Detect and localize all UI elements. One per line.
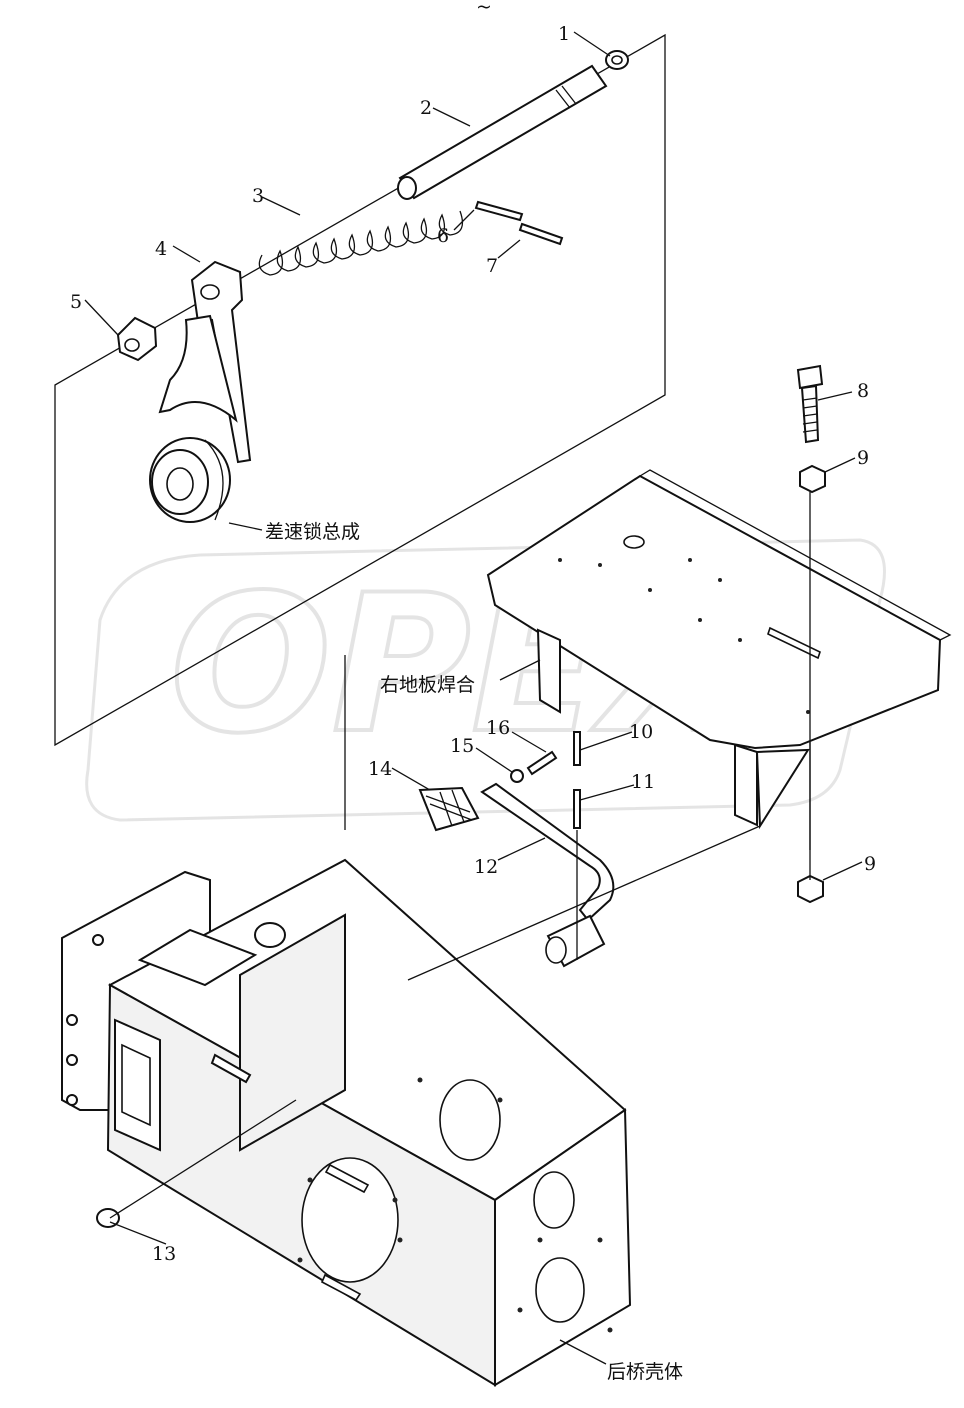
rear-axle-housing: [61, 858, 632, 1387]
callout-14: 14: [368, 758, 392, 780]
part-13-plug: [96, 1208, 120, 1228]
label-rear-axle-housing: 后桥壳体: [607, 1361, 683, 1383]
callout-16: 16: [486, 717, 510, 739]
callout-12: 12: [474, 856, 498, 878]
part-6-pin: [474, 200, 524, 222]
callout-9-bottom: 9: [864, 853, 876, 875]
part-12-pedal-arm: [480, 782, 615, 968]
callout-7: 7: [486, 255, 498, 277]
callout-10: 10: [629, 721, 653, 743]
callout-3: 3: [252, 185, 264, 207]
callout-2: 2: [420, 97, 432, 119]
diff-lock-assembly: [149, 437, 231, 523]
leader-lines: [84, 31, 863, 1365]
label-diff-lock-assembly: 差速锁总成: [265, 521, 360, 543]
part-2-shaft: [397, 64, 608, 200]
callout-4: 4: [155, 238, 167, 260]
part-14-pedal-pad: [418, 786, 480, 832]
callout-5: 5: [70, 291, 82, 313]
part-10-pin: [573, 731, 581, 766]
assembly-guide-lines: [109, 655, 811, 1219]
callout-13: 13: [152, 1243, 176, 1265]
part-7-pin: [518, 222, 564, 246]
callout-15: 15: [450, 735, 474, 757]
part-5-collar: [116, 316, 158, 362]
part-16-bolt: [526, 750, 558, 776]
pedal-grid: [425, 789, 473, 827]
callout-8: 8: [857, 380, 869, 402]
header-mark: ~: [476, 0, 492, 18]
callout-6: 6: [437, 225, 449, 247]
part-3-spring: [258, 210, 464, 276]
part-1-circlip: [605, 50, 629, 70]
part-8-bolt: [796, 364, 824, 444]
label-right-floor-weld: 右地板焊合: [380, 674, 475, 696]
part-9-nut-top: [799, 464, 826, 494]
part-15-washer: [510, 769, 524, 783]
part-4-shift-fork: [158, 260, 252, 464]
callout-11: 11: [631, 771, 655, 793]
callout-9-top: 9: [857, 447, 869, 469]
right-floor-plate: [486, 469, 952, 830]
part-11-pin: [573, 789, 581, 829]
callout-1: 1: [558, 23, 570, 45]
